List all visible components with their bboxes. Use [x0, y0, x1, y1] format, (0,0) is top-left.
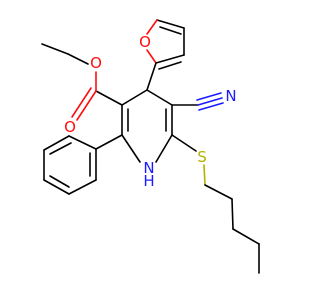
bond-furan-c4-c5 [156, 19, 185, 29]
furan-ring [146, 19, 185, 91]
ring-oxygen-label: O [139, 33, 151, 51]
phenyl-ring [43, 134, 123, 195]
bond-ph-1 [68, 135, 97, 150]
ester-group [41, 43, 123, 121]
bond-bu-1 [204, 184, 233, 200]
carbonyl-oxygen-label: O [64, 118, 76, 136]
bond-ch2-ch3 [41, 43, 69, 55]
bond-c6-s [171, 134, 197, 152]
bond-carbonyl-o [76, 90, 97, 121]
bond-c6-n1 [155, 134, 173, 163]
nitrile-group [171, 92, 224, 111]
molecule-structure: O O O N H N S [41, 19, 260, 274]
bond-furan-c2-c3-double [158, 61, 182, 70]
bond-c4-c5 [146, 89, 173, 106]
nh-hydrogen-label: H [143, 172, 154, 190]
bond-cn-triple-3 [198, 102, 224, 111]
dihydropyridine-ring [121, 89, 173, 163]
bond-ph-2-double [49, 142, 72, 155]
bond-ph-4-double [49, 175, 70, 188]
bond-ph-2 [43, 135, 70, 151]
ester-oxygen-label: O [90, 54, 102, 72]
bond-ph-4 [43, 179, 70, 195]
nitrile-nitrogen-label: N [225, 87, 236, 105]
bond-furan-c4-c5-double [159, 26, 182, 35]
sulfur-label: S [197, 148, 207, 166]
bond-cn-triple-2 [196, 92, 222, 101]
bond-furan-c2-c3 [155, 54, 185, 64]
bond-carbonyl-o-double [71, 87, 92, 118]
bond-c3-carbonyl [95, 90, 123, 106]
bond-s-down [203, 164, 206, 186]
butylthio-chain [171, 134, 260, 274]
bond-ph-5 [68, 179, 97, 195]
bond-ester-o-ch2 [67, 53, 89, 65]
bond-c2-phenyl [95, 134, 123, 150]
bond-bu-3 [232, 228, 260, 245]
nh-nitrogen-label: N [143, 159, 154, 177]
bond-cn-triple-1 [197, 97, 223, 106]
bond-c4-furan [146, 62, 157, 91]
bond-furan-c2-o [146, 49, 157, 64]
bond-furan-c5-o [146, 19, 158, 35]
bond-bu-2 [231, 198, 234, 230]
molecule-canvas: O O O N H N S [41, 19, 260, 274]
bond-c2-n1 [121, 134, 141, 163]
bond-c4-c3 [121, 89, 148, 106]
